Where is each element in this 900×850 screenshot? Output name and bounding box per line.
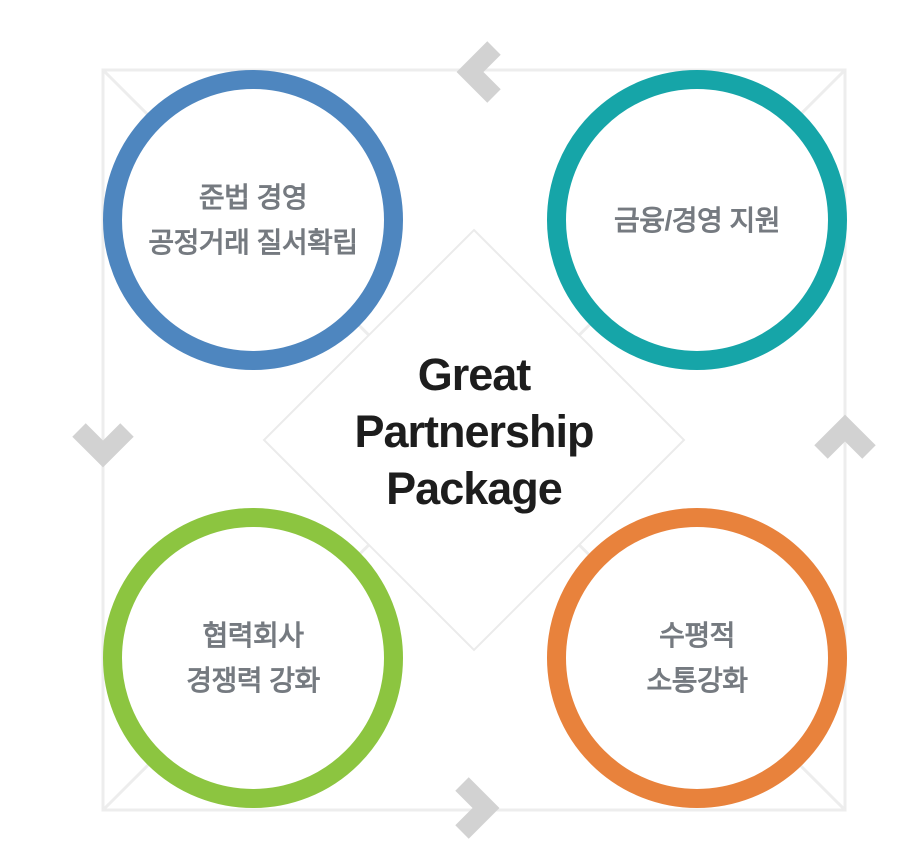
chevron-up-icon: [814, 414, 876, 459]
circle-label: 수평적 소통강화: [646, 613, 748, 703]
circle-horizontal-communication: 수평적 소통강화: [547, 508, 847, 808]
diagram-title-line: Partnership: [354, 406, 594, 457]
circle-label-line: 공정거래 질서확립: [148, 227, 358, 258]
circle-label-line: 소통강화: [646, 665, 748, 696]
circle-label-line: 경쟁력 강화: [186, 665, 320, 696]
circle-finance-management-support: 금융/경영 지원: [547, 70, 847, 370]
circle-label-line: 협력회사: [202, 620, 304, 651]
circle-label-line: 수평적: [659, 620, 735, 651]
chevron-down-icon: [72, 423, 134, 468]
center-diamond-border: [262, 228, 686, 652]
diagram-title-line: Package: [386, 463, 563, 514]
circle-label: 협력회사 경쟁력 강화: [186, 613, 320, 703]
chevron-left-icon: [456, 41, 501, 103]
diagram-title-line: Great: [417, 349, 532, 400]
circle-label-line: 준법 경영: [198, 182, 308, 213]
diagram-title: Great Partnership Package: [274, 346, 674, 517]
chevron-right-icon: [455, 777, 500, 839]
circle-compliance-management: 준법 경영 공정거래 질서확립: [103, 70, 403, 370]
circle-label-line: 금융/경영 지원: [613, 204, 781, 236]
circle-label: 금융/경영 지원: [613, 198, 781, 243]
circle-partner-competitiveness: 협력회사 경쟁력 강화: [103, 508, 403, 808]
circle-label: 준법 경영 공정거래 질서확립: [148, 175, 358, 265]
